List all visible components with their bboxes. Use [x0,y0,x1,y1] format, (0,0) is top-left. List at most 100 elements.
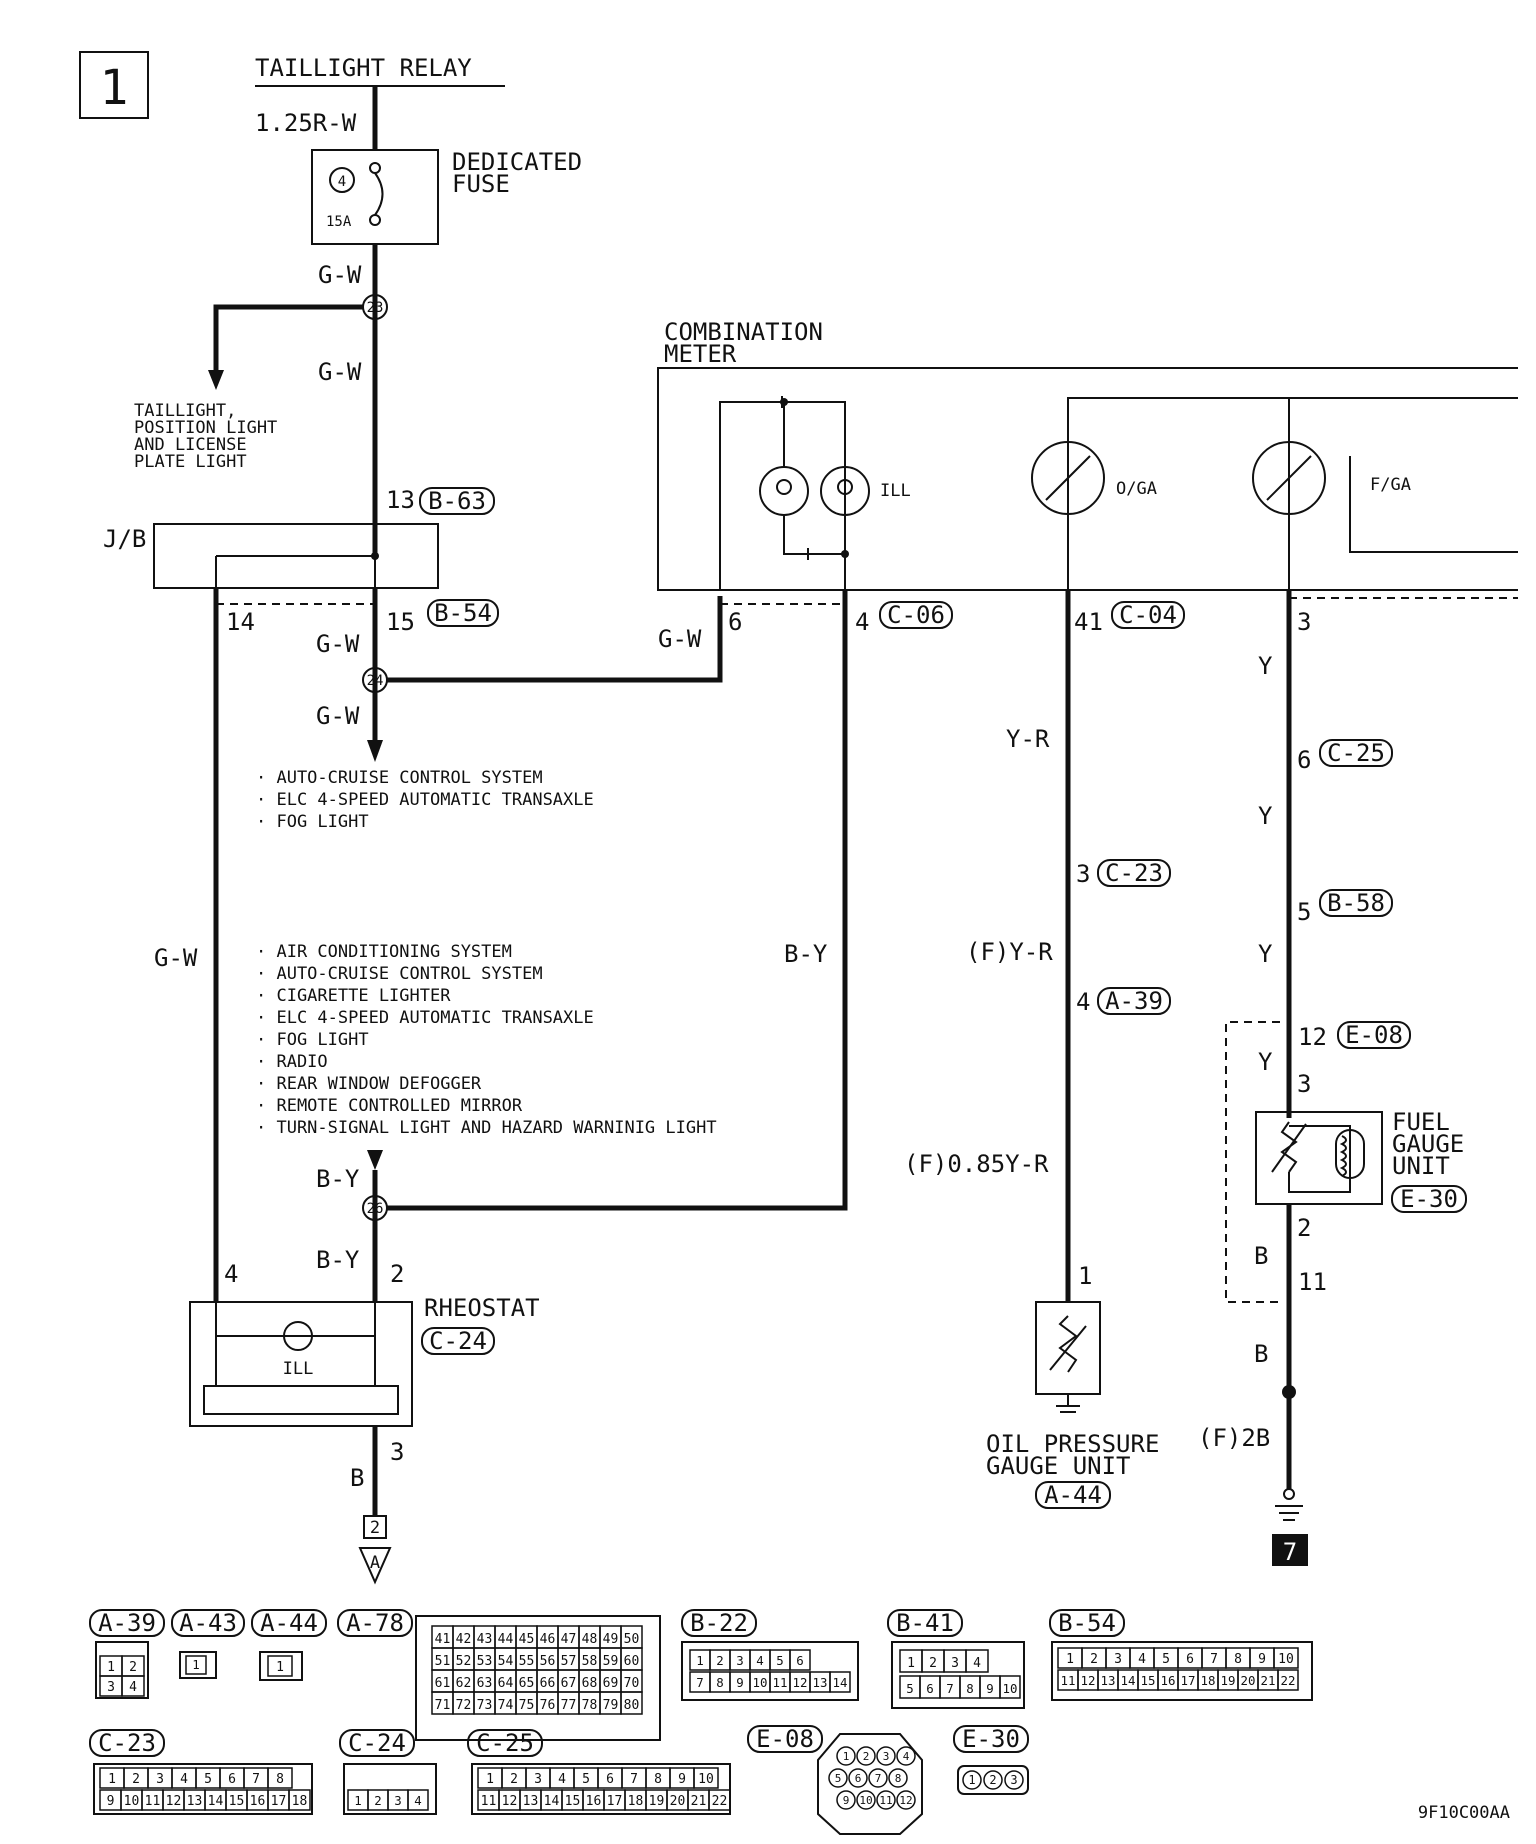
connector-pin: 3 [1114,1652,1122,1667]
meter-pin-6: 6 [728,608,742,636]
connector-pin: 2 [132,1772,140,1787]
wire-y-4: Y [1258,1048,1273,1076]
connector-pin: 10 [698,1772,714,1787]
connector-pin: 1 [843,1750,850,1763]
conn-c04: C-04 [1119,601,1177,629]
connector-pin: 1 [696,1653,703,1668]
jb-pin-14: 14 [226,608,255,636]
connector-pin: 17 [1181,1673,1196,1688]
connector-pin: 6 [855,1772,862,1785]
connector-pin: 43 [477,1632,493,1647]
connector-pin: 6 [228,1772,236,1787]
connector-pin: 22 [1281,1673,1296,1688]
fuel-pin-6: 6 [1297,746,1311,774]
connector-pin: 5 [582,1772,590,1787]
svg-text:· FOG LIGHT: · FOG LIGHT [256,812,369,832]
meter-ill-label: ILL [880,481,911,501]
dedicated-fuse: 4 15A [311,149,439,245]
branch-list-2: · AIR CONDITIONING SYSTEM · AUTO-CRUISE … [256,942,717,1138]
connector-pin: 64 [498,1676,514,1691]
connector-tag: A-78 [346,1609,404,1637]
jb-pin-15: 15 [386,608,415,636]
connector-tag: A-43 [179,1609,237,1637]
connector-pin: 2 [929,1656,937,1671]
connector-pin: 11 [481,1794,497,1809]
rheostat-title: RHEOSTAT [424,1294,540,1322]
connector-pin: 1 [192,1657,199,1672]
connector-pin: 9 [1258,1652,1266,1667]
connector-pin: 65 [519,1676,535,1691]
connector-pin: 6 [1186,1652,1194,1667]
connector-pin: 5 [1162,1652,1170,1667]
conn-c24: C-24 [429,1327,487,1355]
connector-pin: 4 [414,1793,421,1808]
conn-c25: C-25 [1327,739,1385,767]
connector-pin: 52 [456,1654,472,1669]
connector-pin: 12 [1081,1673,1096,1688]
connector-tag: C-23 [98,1729,156,1757]
svg-text:· REAR WINDOW DEFOGGER: · REAR WINDOW DEFOGGER [256,1074,482,1094]
connector-pin: 3 [951,1656,959,1671]
connector-pin: 9 [678,1772,686,1787]
connector-pin: 70 [624,1676,640,1691]
connector-pin: 15 [565,1794,581,1809]
connector-tag: A-39 [98,1609,156,1637]
connector-pin: 76 [540,1698,556,1713]
meter-pin-41: 41 [1074,608,1103,636]
connector-pin: 14 [208,1794,224,1809]
connector-pin: 8 [1234,1652,1242,1667]
connector-tag: E-08 [756,1725,814,1753]
ground-icon-fuel [1275,1488,1303,1521]
connector-pin: 7 [875,1772,882,1785]
connector-pin: 19 [1221,1673,1236,1688]
connector-pin: 66 [540,1676,556,1691]
connector-pin: 14 [1121,1673,1136,1688]
connector-pin: 18 [292,1794,308,1809]
connector-tag: E-30 [962,1725,1020,1753]
connector-pin: 10 [753,1675,768,1690]
connector-pin: 77 [561,1698,577,1713]
connector-pin: 80 [624,1698,640,1713]
ground-ref-box [1272,1534,1308,1566]
meter-pin-4: 4 [855,608,869,636]
page-number-box [79,51,149,119]
oil-gauge [1031,441,1105,515]
connector-pin: 3 [156,1772,164,1787]
svg-text:23: 23 [367,300,384,316]
to-ref-box [363,1515,387,1539]
connector-pin: 1 [486,1772,494,1787]
connector-pin: 54 [498,1654,514,1669]
connector-pin: 56 [540,1654,556,1669]
connector-pin: 13 [187,1794,203,1809]
wire-fyr: (F)Y-R [966,938,1053,966]
connector-pin: 3 [107,1680,115,1695]
connector-pin: 47 [561,1632,577,1647]
conn-a44: A-44 [1044,1481,1102,1509]
connector-pin: 4 [756,1653,763,1668]
connector-pin: 8 [716,1675,723,1690]
svg-text:· REMOTE CONTROLLED MIRROR: · REMOTE CONTROLLED MIRROR [256,1096,523,1116]
svg-text:AND LICENSE: AND LICENSE [134,435,247,455]
fuel-pin-3: 3 [1297,1070,1311,1098]
connector-pin: 2 [716,1653,723,1668]
connector-pin: 4 [558,1772,566,1787]
wire-by-3: B-Y [316,1246,360,1274]
ref-code: 9F10C00AA [1418,1803,1510,1823]
conn-c23: C-23 [1105,859,1163,887]
fuel-title-2: GAUGE [1392,1130,1464,1158]
svg-text:TAILLIGHT,: TAILLIGHT, [134,401,236,421]
connector-pin: 11 [773,1675,788,1690]
connector-pin: 10 [859,1794,872,1807]
taillight-branch-label: TAILLIGHT, POSITION LIGHT AND LICENSE PL… [134,401,277,472]
fuel-gauge-unit [1255,1111,1383,1205]
